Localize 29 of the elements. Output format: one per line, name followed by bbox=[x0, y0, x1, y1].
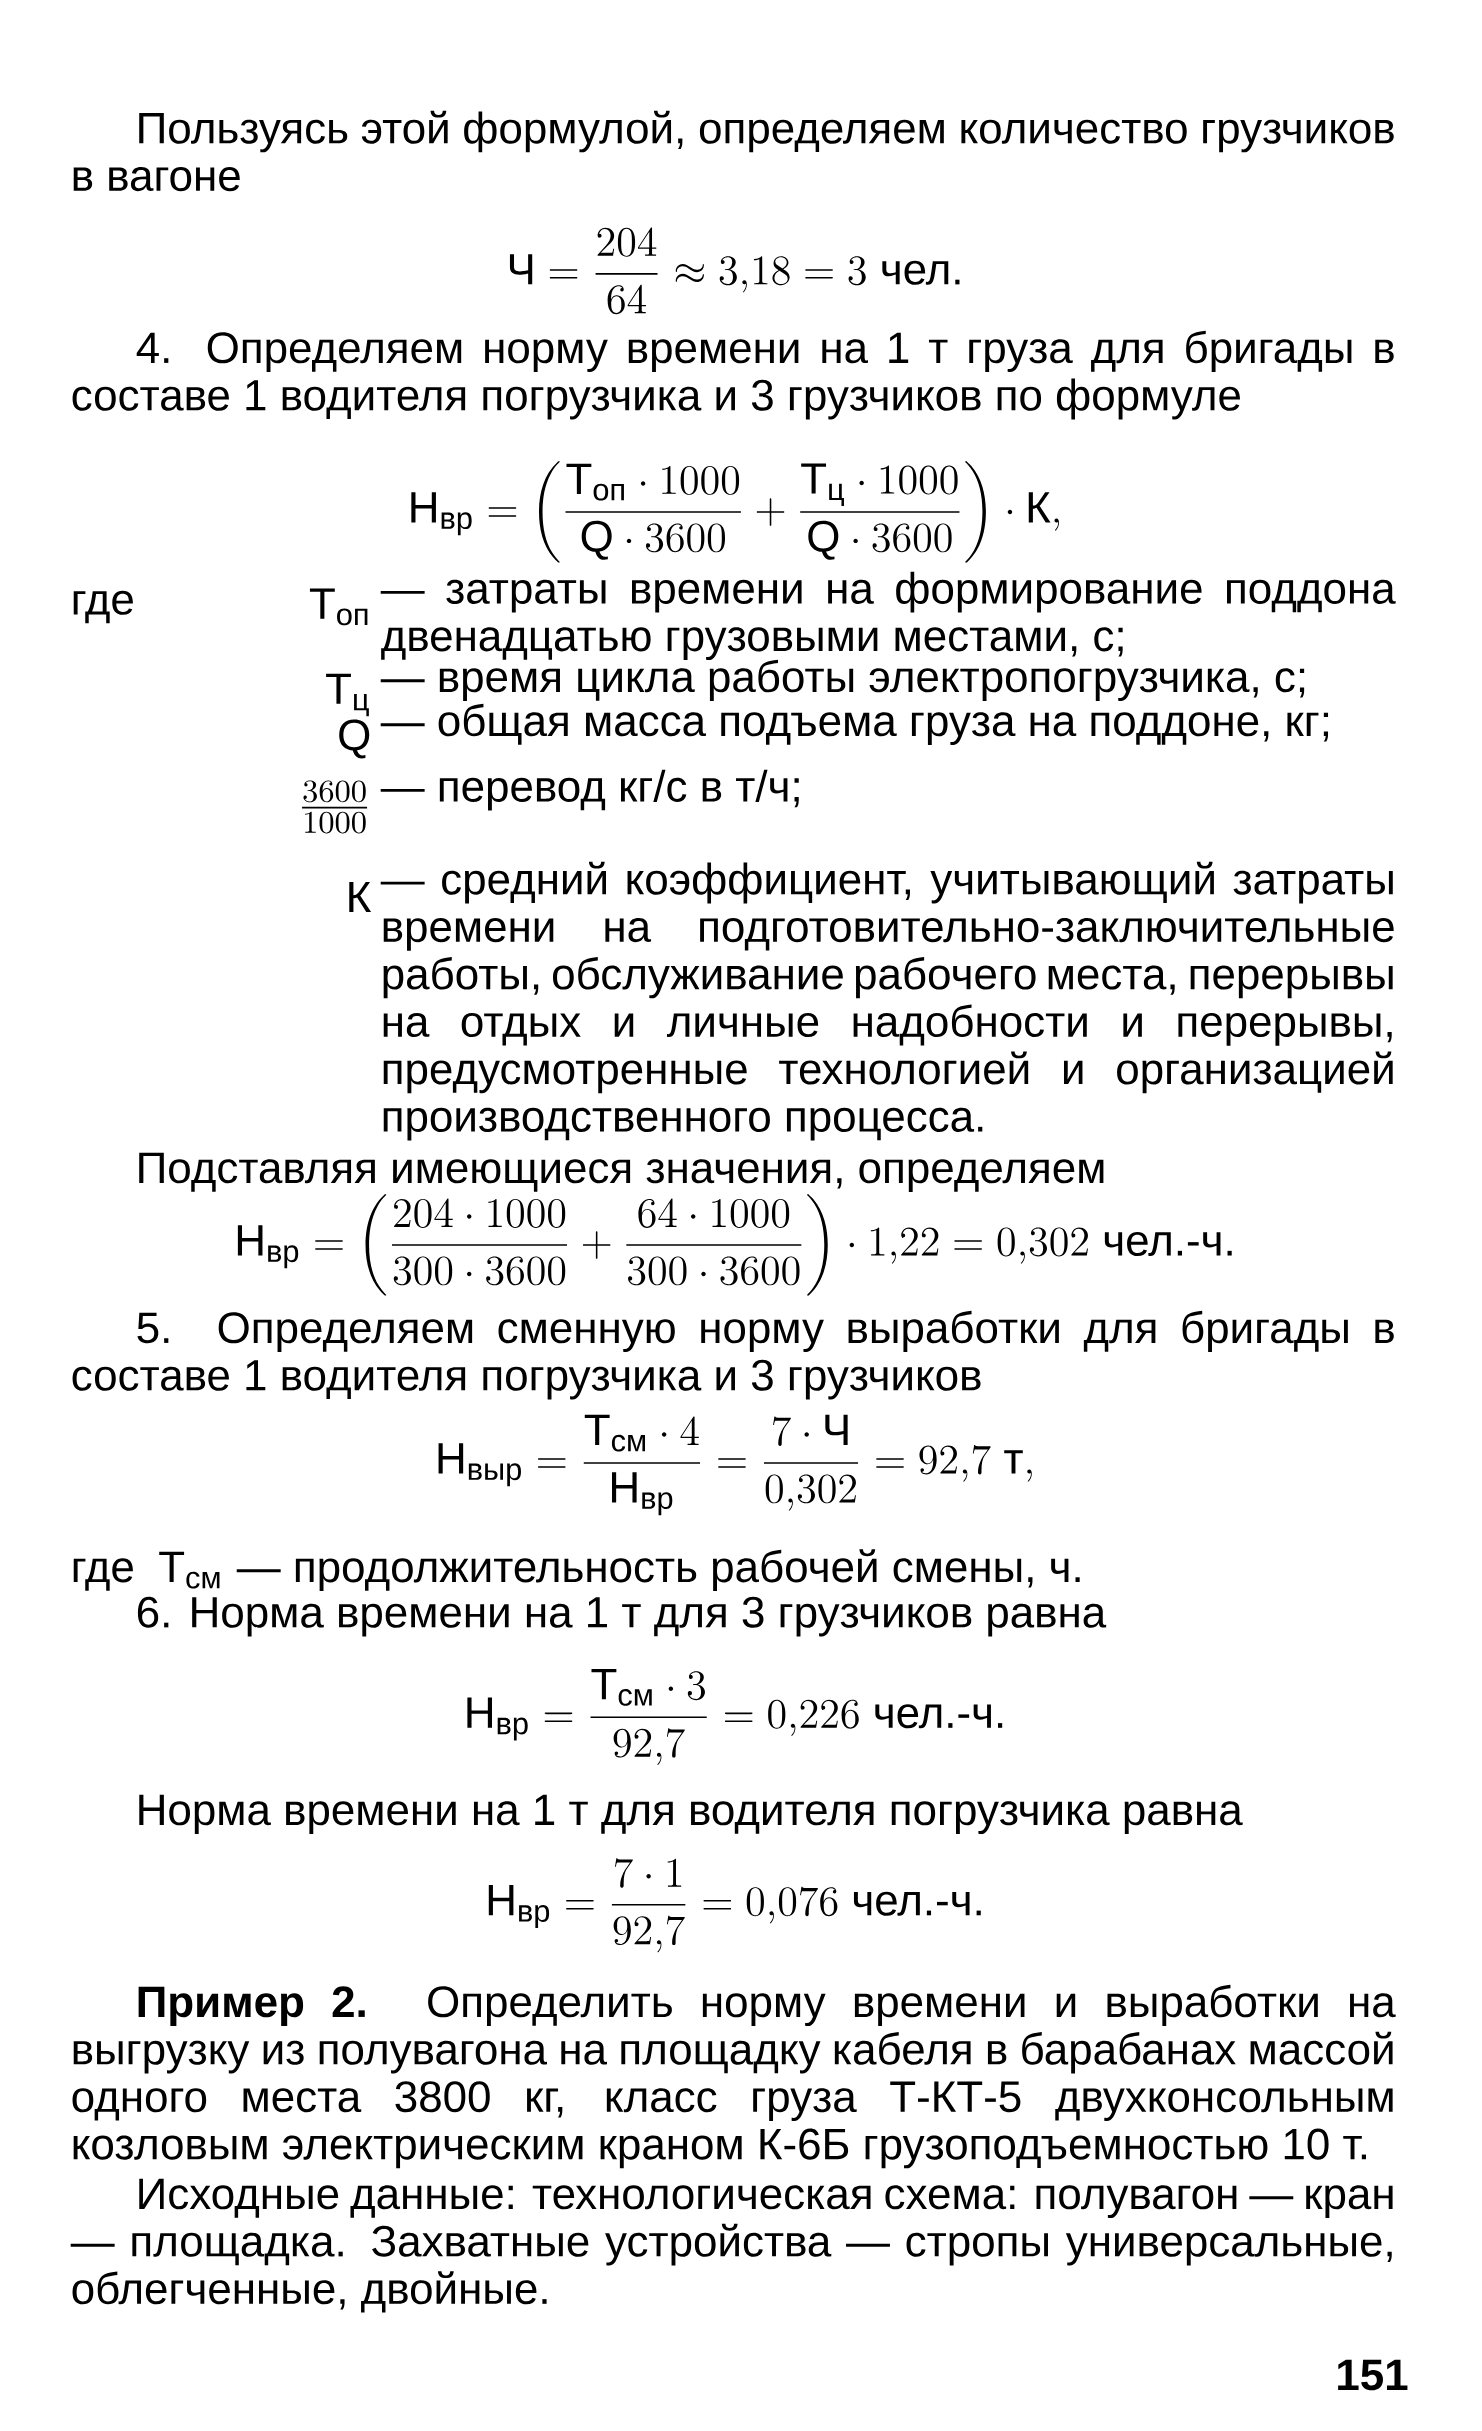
paragraph: — время цикла работы электропогрузчика, с; bbox=[380, 659, 1305, 701]
paragraph: Подставляя имеющиеся значения, определяем bbox=[139, 1152, 1104, 1192]
paragraph: — продолжительность рабочей смены, ч. bbox=[236, 1549, 1080, 1592]
formula: $\frac{3600}{1000}$ bbox=[302, 780, 368, 834]
formula: $\text{Т}_{\text{оп}}$ bbox=[309, 588, 368, 626]
paragraph: Пользуясь этой формулой, определяем количество грузчиков в вагоне bbox=[73, 110, 1394, 192]
paragraph: 5. Определяем сменную норму выработки для бригады в составе 1 водителя погрузчика и 3 грузчиков bbox=[72, 1310, 1394, 1400]
formula: $\text{К}$ bbox=[349, 881, 372, 913]
paragraph: — средний коэффициент, учитывающий затраты времени на подготовительно-заключительные работы, обслуживание рабочего места, перерывы на отдых и личные надобности и перерывы, предусмотренные технологией и организацией производственного процесса. bbox=[380, 861, 1394, 1141]
formula: $\text{Н}_{\text{выр}}=\frac{\text{Т}_{\text{см}}\cdot 4}{\text{Н}_{\text{вр}}}=\frac{7\cdot\text{Ч}}{0{,}302}=92{,}7\ \text{т},$ bbox=[438, 1414, 1032, 1516]
paragraph: — затраты времени на формирование поддона двенадцатью грузовыми местами, с; bbox=[380, 571, 1396, 661]
formula: $\text{Т}_{\text{ц}}$ bbox=[326, 673, 369, 717]
formula: $\text{Н}_{\text{вр}}=\left(\frac{\text{Т}_{\text{оп}}\cdot 1000}{\text{Q}\cdot 3600}+\frac{\text{Т}_{\text{ц}}\cdot 1000}{\text{Q}\cdot 3600}\right)\cdot\text{К},$ bbox=[411, 461, 1059, 563]
paragraph: — перевод кг/с в т/ч; bbox=[380, 769, 799, 811]
word: где bbox=[73, 1558, 133, 1591]
page-number: 151 bbox=[1338, 2359, 1408, 2391]
paragraph: 4. Определяем норму времени на 1 т груза для бригады в составе 1 водителя погрузчика и 3 грузчиков по формуле bbox=[72, 330, 1394, 420]
paragraph: 6. Норма времени на 1 т для 3 грузчиков равна bbox=[137, 1596, 1107, 1637]
formula: $\text{Н}_{\text{вр}}=\left(\frac{204\cdot 1000}{300\cdot 3600}+\frac{64\cdot 1000}{300\cdot 3600}\right)\cdot 1{,}22=0{,}302\ \text{чел.-ч.}$ bbox=[237, 1194, 1232, 1296]
formula: $\text{Н}_{\text{вр}}=\frac{\text{Т}_{\text{см}}\cdot 3}{92{,}7}=0{,}226\ \text{чел.-ч.}$ bbox=[467, 1669, 1003, 1765]
formula: $\text{Н}_{\text{вр}}=\frac{7\cdot 1}{92{,}7}=0{,}076\ \text{чел.-ч.}$ bbox=[488, 1858, 981, 1953]
word: где bbox=[73, 590, 133, 624]
formula: $\text{Q}$ bbox=[339, 719, 370, 759]
paragraph: — общая масса подъема груза на поддоне, кг; bbox=[380, 703, 1329, 745]
paragraph: Пример 2. Определить норму времени и выработки на выгрузку из полувагона на площадку кабеля в барабанах массой одного места 3800 кг, класс груза Т-КТ-5 двухконсольным козловым электрическим краном К-6Б грузоподъемностью 10 т. bbox=[72, 1984, 1396, 2169]
formula: $\text{Т}_{\text{см}}$ bbox=[159, 1551, 220, 1589]
paragraph: Норма времени на 1 т для водителя погрузчика равна bbox=[139, 1794, 1243, 1834]
formula: $\text{Ч}=\frac{204}{64}\approx 3{,}18=3\ \text{чел.}$ bbox=[509, 227, 960, 315]
paragraph: Исходные данные: технологическая схема: полувагон — кран — площадка. Захватные устройства — стропы универсальные, облегченные, двойные. bbox=[70, 2178, 1393, 2313]
